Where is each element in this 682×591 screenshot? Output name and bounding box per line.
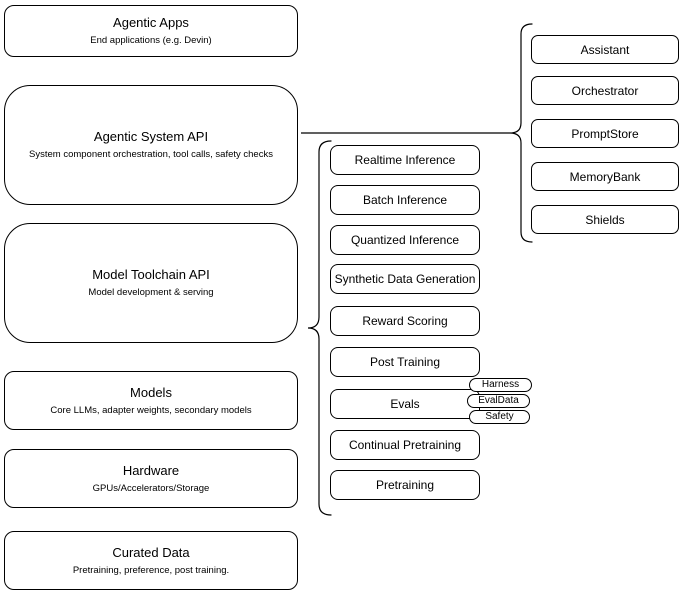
- node-title: Curated Data: [112, 544, 190, 560]
- node-title: Agentic Apps: [113, 15, 189, 30]
- node-hardware: Hardware GPUs/Accelerators/Storage: [4, 449, 298, 508]
- node-synthetic-data-generation: Synthetic Data Generation: [330, 264, 480, 294]
- node-reward-scoring: Reward Scoring: [330, 306, 480, 336]
- node-label: Synthetic Data Generation: [334, 272, 476, 286]
- node-title: Agentic System API: [93, 129, 209, 144]
- node-subtitle: Pretraining, preference, post training.: [72, 564, 230, 576]
- node-label: Reward Scoring: [362, 314, 448, 328]
- tag-safety: Safety: [469, 410, 530, 424]
- node-promptstore: PromptStore: [531, 119, 679, 148]
- toolchain-brace: [307, 140, 332, 516]
- node-label: Continual Pretraining: [348, 438, 462, 452]
- node-label: PromptStore: [571, 126, 639, 141]
- node-label: Shields: [585, 212, 625, 227]
- node-subtitle: GPUs/Accelerators/Storage: [92, 482, 210, 494]
- node-label: Realtime Inference: [354, 153, 456, 167]
- tag-evaldata: EvalData: [467, 394, 530, 408]
- tag-label: EvalData: [478, 395, 519, 406]
- node-assistant: Assistant: [531, 35, 679, 64]
- node-title: Model Toolchain API: [92, 267, 210, 282]
- node-continual-pretraining: Continual Pretraining: [330, 430, 480, 460]
- node-agentic-apps: Agentic Apps End applications (e.g. Devi…: [4, 5, 298, 57]
- node-batch-inference: Batch Inference: [330, 185, 480, 215]
- node-pretraining: Pretraining: [330, 470, 480, 500]
- node-label: Orchestrator: [571, 83, 639, 98]
- node-models: Models Core LLMs, adapter weights, secon…: [4, 371, 298, 430]
- node-label: MemoryBank: [569, 169, 641, 184]
- node-agentic-system-api: Agentic System API System component orch…: [4, 85, 298, 205]
- node-label: Pretraining: [375, 478, 435, 492]
- node-label: Batch Inference: [362, 193, 448, 207]
- node-label: Evals: [390, 397, 420, 411]
- node-subtitle: Model development & serving: [88, 287, 214, 298]
- node-shields: Shields: [531, 205, 679, 234]
- node-evals: Evals: [330, 389, 480, 419]
- tag-label: Safety: [485, 411, 514, 422]
- node-label: Post Training: [369, 355, 441, 369]
- node-post-training: Post Training: [330, 347, 480, 377]
- node-subtitle: End applications (e.g. Devin): [90, 35, 212, 46]
- tag-label: Harness: [481, 379, 520, 390]
- node-curated-data: Curated Data Pretraining, preference, po…: [4, 531, 298, 590]
- node-orchestrator: Orchestrator: [531, 76, 679, 105]
- node-title: Models: [130, 384, 172, 400]
- node-subtitle: System component orchestration, tool cal…: [29, 149, 273, 160]
- node-memorybank: MemoryBank: [531, 162, 679, 191]
- system-components-brace: [509, 23, 533, 243]
- node-label: Quantized Inference: [350, 233, 460, 247]
- node-label: Assistant: [580, 42, 630, 57]
- node-title: Hardware: [122, 462, 180, 478]
- node-subtitle: Core LLMs, adapter weights, secondary mo…: [50, 404, 252, 416]
- node-model-toolchain-api: Model Toolchain API Model development & …: [4, 223, 298, 343]
- node-realtime-inference: Realtime Inference: [330, 145, 480, 175]
- node-quantized-inference: Quantized Inference: [330, 225, 480, 255]
- tag-harness: Harness: [469, 378, 532, 392]
